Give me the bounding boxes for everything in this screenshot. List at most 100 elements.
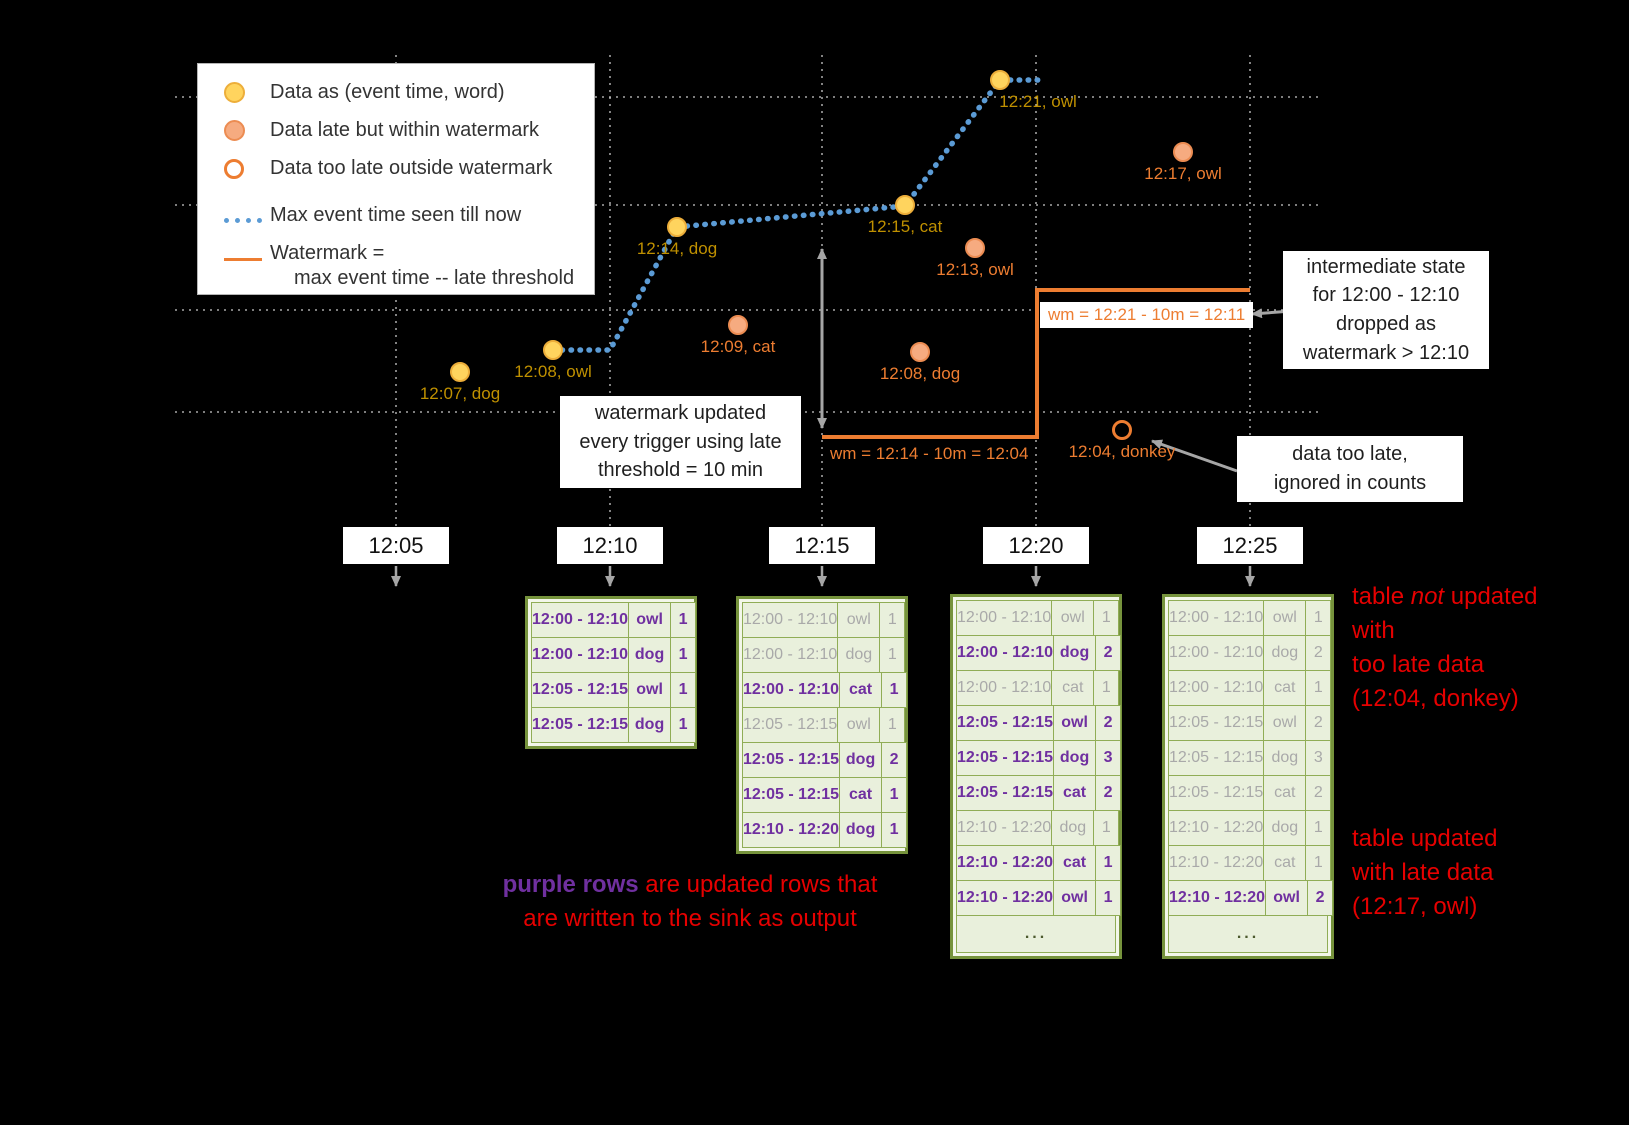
- data-point-late: [965, 238, 985, 258]
- data-point-ontime: [667, 217, 687, 237]
- word-cell: owl: [628, 602, 672, 638]
- legend-label: Watermark = max event time -- late thres…: [270, 241, 574, 291]
- note-line: dropped as: [1335, 313, 1437, 335]
- window-cell: 12:05 - 12:15: [742, 742, 841, 778]
- window-cell: 12:10 - 12:20: [742, 812, 841, 848]
- data-point-ontime: [450, 362, 470, 382]
- window-cell: 12:05 - 12:15: [956, 740, 1055, 776]
- count-cell: 1: [1305, 845, 1332, 881]
- data-point-ontime: [543, 340, 563, 360]
- word-cell: dog: [628, 637, 672, 673]
- word-cell: cat: [1053, 775, 1097, 811]
- note-line: (12:17, owl): [1352, 893, 1478, 920]
- count-cell: 2: [1095, 775, 1122, 811]
- data-point-label: 12:09, cat: [700, 337, 776, 356]
- count-cell: 1: [881, 777, 908, 813]
- count-cell: 2: [1095, 705, 1122, 741]
- window-cell: 12:05 - 12:15: [1168, 775, 1265, 811]
- legend-item-watermark: Watermark = max event time -- late thres…: [224, 241, 594, 291]
- count-cell: 3: [1095, 740, 1122, 776]
- data-point-late: [1173, 142, 1193, 162]
- count-cell: 1: [1093, 670, 1120, 706]
- word-cell: dog: [1263, 810, 1307, 846]
- legend-label: Data too late outside watermark: [270, 157, 553, 179]
- word-cell: dog: [1051, 810, 1095, 846]
- data-point-toolate: [1112, 420, 1132, 440]
- count-cell: 2: [1305, 705, 1332, 741]
- count-cell: 1: [879, 602, 906, 638]
- count-cell: 3: [1305, 740, 1332, 776]
- window-cell: 12:00 - 12:10: [956, 670, 1053, 706]
- word-cell: cat: [839, 777, 883, 813]
- word-cell: dog: [1053, 635, 1097, 671]
- count-cell: 2: [1305, 635, 1332, 671]
- data-point-late: [910, 342, 930, 362]
- count-cell: 1: [1093, 600, 1120, 636]
- count-cell: 1: [879, 707, 906, 743]
- legend-label: Max event time seen till now: [270, 204, 522, 226]
- word-cell: owl: [1263, 705, 1307, 741]
- window-cell: 12:00 - 12:10: [531, 602, 630, 638]
- word-cell: cat: [1051, 670, 1095, 706]
- word-cell: cat: [1053, 845, 1097, 881]
- table-row-ellipsis: ...: [1168, 915, 1328, 953]
- window-cell: 12:00 - 12:10: [742, 637, 839, 673]
- word-cell: cat: [839, 672, 883, 708]
- time-label-1205: 12:05: [343, 527, 449, 564]
- word-cell: dog: [1053, 740, 1097, 776]
- note-line: purple rows are updated rows that: [440, 868, 940, 902]
- window-cell: 12:00 - 12:10: [956, 635, 1055, 671]
- word-cell: owl: [1265, 880, 1309, 916]
- count-cell: 1: [670, 707, 697, 743]
- purple-rows-note: purple rows are updated rows that are wr…: [440, 868, 940, 936]
- too-late-ring-icon: [224, 156, 270, 181]
- time-label-1210: 12:10: [557, 527, 663, 564]
- window-cell: 12:00 - 12:10: [531, 637, 630, 673]
- word-cell: dog: [839, 812, 883, 848]
- window-cell: 12:00 - 12:10: [956, 600, 1053, 636]
- note-line: watermark updated: [594, 402, 767, 425]
- note-line: too late data: [1352, 651, 1485, 678]
- count-cell: 2: [1307, 880, 1334, 916]
- data-point-label: 12:08, dog: [879, 364, 961, 383]
- word-cell: owl: [1053, 705, 1097, 741]
- legend-item-max-event-time: Max event time seen till now: [224, 203, 594, 228]
- time-label-1215: 12:15: [769, 527, 875, 564]
- dotted-line-icon: [224, 203, 270, 228]
- window-cell: 12:10 - 12:20: [956, 845, 1055, 881]
- legend-item-too-late: Data too late outside watermark: [224, 156, 594, 181]
- count-cell: 2: [881, 742, 908, 778]
- max-event-time-line: [550, 77, 1044, 353]
- count-cell: 1: [670, 672, 697, 708]
- legend-label-line2: max event time -- late threshold: [294, 267, 575, 289]
- time-label-1220: 12:20: [983, 527, 1089, 564]
- note-text-italic: not: [1410, 583, 1445, 610]
- window-cell: 12:05 - 12:15: [956, 775, 1055, 811]
- window-cell: 12:05 - 12:15: [956, 705, 1055, 741]
- word-cell: dog: [837, 637, 881, 673]
- word-cell: dog: [628, 707, 672, 743]
- window-cell: 12:05 - 12:15: [531, 672, 630, 708]
- window-cell: 12:05 - 12:15: [1168, 705, 1265, 741]
- too-late-table-note: table not updated with too late data (12…: [1352, 580, 1572, 716]
- note-line: every trigger using late: [579, 430, 782, 453]
- word-cell: cat: [1263, 845, 1307, 881]
- word-cell: owl: [837, 602, 881, 638]
- data-point-label: 12:14, dog: [636, 239, 718, 258]
- window-cell: 12:10 - 12:20: [1168, 845, 1265, 881]
